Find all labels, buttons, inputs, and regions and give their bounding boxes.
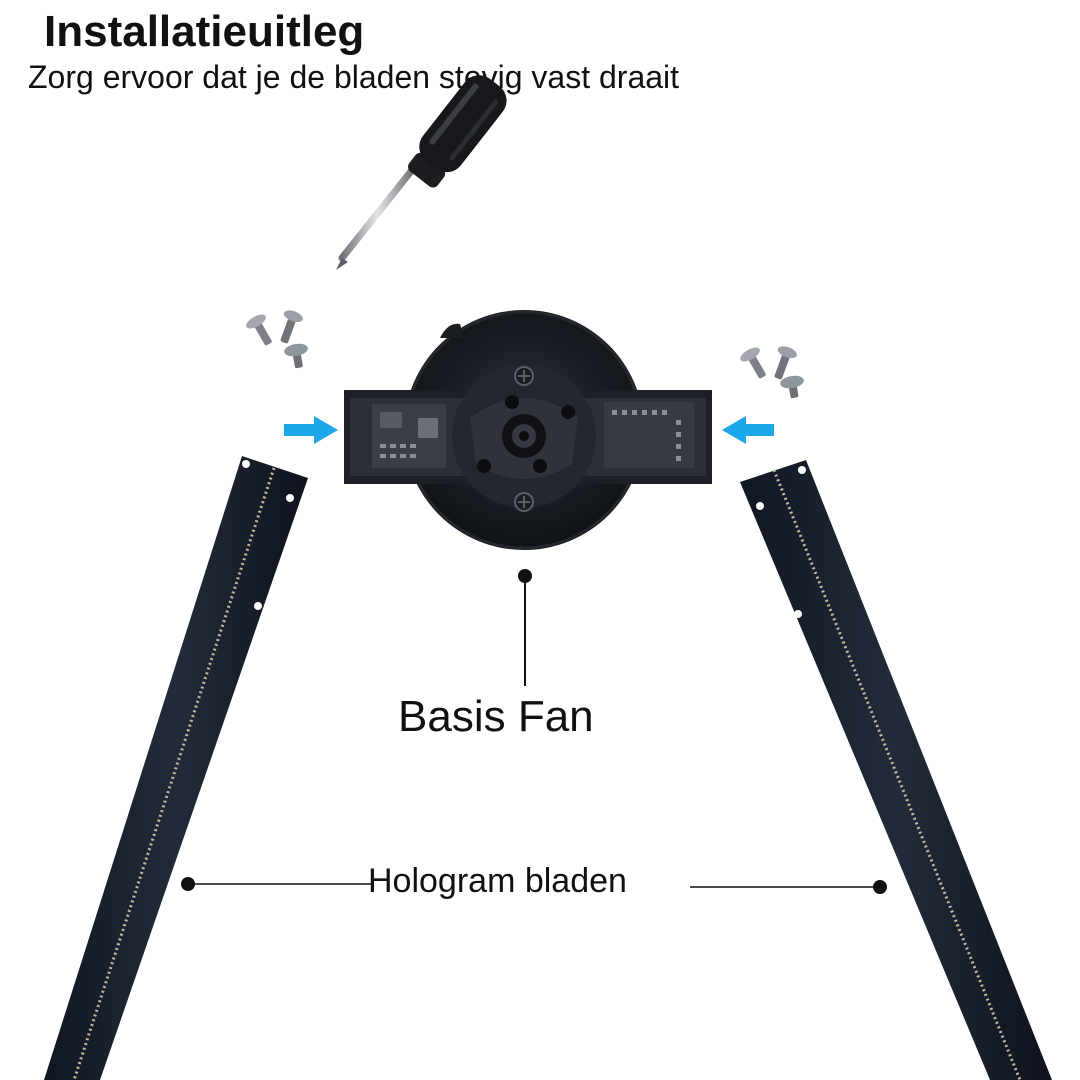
page-title: Installatieuitleg (44, 7, 365, 56)
hologram-blade-right (740, 460, 1052, 1080)
screw-icon (246, 310, 308, 369)
arrow-left-icon (722, 416, 774, 444)
hologram-blade-left (44, 456, 308, 1080)
callout-base-fan (518, 569, 532, 686)
label-base-fan: Basis Fan (398, 692, 594, 741)
screw-icon (740, 346, 804, 399)
page-subtitle: Zorg ervoor dat je de bladen stevig vast… (28, 59, 680, 95)
label-hologram-blades: Hologram bladen (368, 862, 627, 900)
base-fan (344, 310, 712, 550)
screwdriver-icon (336, 75, 507, 270)
arrow-right-icon (284, 416, 338, 444)
callout-blades (181, 877, 887, 894)
